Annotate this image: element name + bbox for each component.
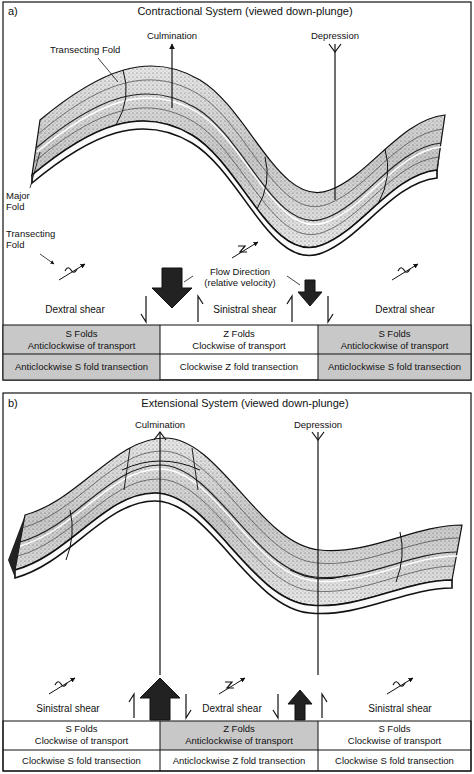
leader-line xyxy=(287,276,300,285)
shear-label: Sinistral shear xyxy=(195,304,295,316)
table-cell: Anticlockwise S fold transection xyxy=(321,361,469,372)
callout-label: Transecting Fold xyxy=(50,44,120,55)
fold-symbol xyxy=(392,264,418,280)
depression-axis xyxy=(334,44,335,200)
axis-label: Depression xyxy=(290,30,380,41)
table-cell: Clockwise Z fold transection xyxy=(164,361,314,372)
table-cell: S Folds xyxy=(7,723,157,734)
shear-label: Sinistral shear xyxy=(350,703,450,715)
table-cell: Clockwise S fold transection xyxy=(321,755,469,766)
depression-axis xyxy=(312,432,324,440)
callout-label: Transecting Fold xyxy=(6,228,66,251)
leader-line xyxy=(30,152,40,188)
shear-arrow xyxy=(129,694,327,718)
fold-symbol xyxy=(59,264,85,280)
table-cell: Anticlockwise of transport xyxy=(164,735,314,746)
flow-arrow xyxy=(152,268,192,308)
fold-sheet xyxy=(8,438,462,614)
leader-line xyxy=(40,254,54,264)
table-cell: Anticlockwise S fold transection xyxy=(7,361,157,372)
depression-axis xyxy=(317,432,318,675)
panel-title: Extensional System (viewed down-plunge) xyxy=(45,397,445,410)
table-cell: S Folds xyxy=(321,328,469,339)
fold-symbol xyxy=(387,678,413,694)
callout-label: Major Fold xyxy=(6,190,46,213)
table-cell: Clockwise of transport xyxy=(321,735,469,746)
panel-title: Contractional System (viewed down-plunge… xyxy=(45,5,445,18)
flow-arrow xyxy=(140,678,180,720)
table-cell: Anticlockwise of transport xyxy=(7,340,157,351)
leader-line xyxy=(184,276,193,282)
flow-arrow xyxy=(298,280,322,306)
table-cell: Clockwise of transport xyxy=(7,735,157,746)
shear-label: Dextral shear xyxy=(190,703,274,715)
table-cell: Anticlockwise of transport xyxy=(321,340,469,351)
table-cell: Clockwise S fold transection xyxy=(7,755,157,766)
flow-arrow xyxy=(288,690,312,720)
table-cell: Clockwise of transport xyxy=(164,340,314,351)
fold-symbol xyxy=(219,678,245,694)
axis-label: Culmination xyxy=(115,419,205,430)
culmination-axis xyxy=(154,432,166,440)
table-cell: Anticlockwise Z fold transection xyxy=(164,755,314,766)
leader-line xyxy=(98,58,118,82)
fold-sheet xyxy=(32,66,445,256)
callout-label: Flow Direction (relative velocity) xyxy=(194,266,286,289)
culmination-axis xyxy=(159,432,160,675)
culmination-axis xyxy=(171,44,172,108)
axis-label: Culmination xyxy=(127,30,217,41)
fold-symbol xyxy=(232,242,258,258)
table-cell: S Folds xyxy=(7,328,157,339)
shear-arrow xyxy=(141,296,333,322)
shear-label: Sinistral shear xyxy=(18,703,118,715)
panel-frame xyxy=(3,393,471,771)
table-grid xyxy=(3,325,471,380)
axis-label: Depression xyxy=(273,419,363,430)
table-cell: Z Folds xyxy=(164,328,314,339)
panel-letter: b) xyxy=(8,397,18,410)
shear-label: Dextral shear xyxy=(25,304,125,316)
table-cell: Z Folds xyxy=(164,723,314,734)
table-cell: S Folds xyxy=(321,723,469,734)
table-grid xyxy=(3,721,471,771)
shear-label: Dextral shear xyxy=(355,304,455,316)
panel-letter: a) xyxy=(8,5,18,18)
panel-frame xyxy=(3,2,471,380)
depression-axis xyxy=(329,44,341,52)
fold-symbol xyxy=(49,678,75,694)
